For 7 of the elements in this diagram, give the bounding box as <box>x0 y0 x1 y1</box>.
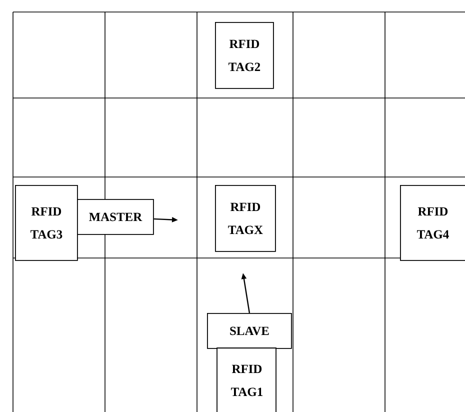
rfid-box: RFID TAGX <box>215 185 276 252</box>
rfid-box: RFID TAG4 <box>400 185 465 261</box>
rfid-box: RFID TAG3 <box>15 185 78 261</box>
rfid-box: RFID TAG1 <box>216 348 276 412</box>
role-box: MASTER <box>77 199 154 235</box>
role-box: SLAVE <box>207 313 292 349</box>
rfid-box: RFID TAG2 <box>215 22 274 89</box>
